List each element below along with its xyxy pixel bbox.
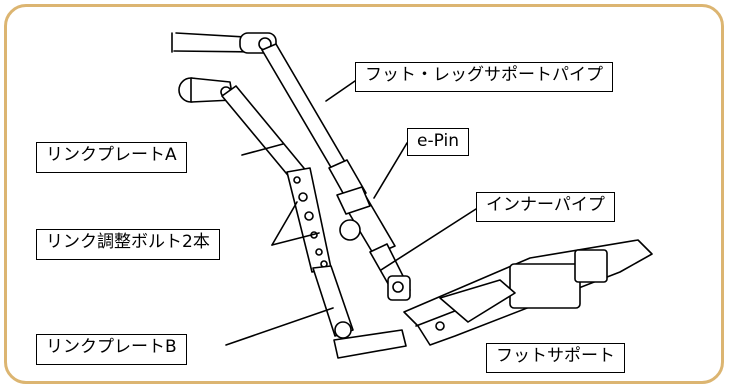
e-pin-part: [336, 186, 371, 241]
link-plate-a-label: リンクプレートA: [36, 142, 187, 173]
inner-pipe-label: インナーパイプ: [476, 192, 615, 222]
e-pin-label: e-Pin: [407, 128, 469, 156]
foot-leg-support-pipe-label: フット・レッグサポートパイプ: [355, 62, 613, 92]
upper-frame-tube: [171, 32, 277, 54]
foot-support-plate: [403, 239, 653, 346]
leader-lines: [225, 80, 477, 346]
foot-support-label: フットサポート: [486, 343, 625, 373]
link-plate-b-label: リンクプレートB: [36, 334, 187, 365]
link-plate-b: [312, 265, 407, 359]
inner-pipe-part: [369, 243, 411, 301]
link-adjust-plate: [286, 167, 332, 273]
link-adjust-bolts-label: リンク調整ボルト2本: [36, 229, 220, 260]
